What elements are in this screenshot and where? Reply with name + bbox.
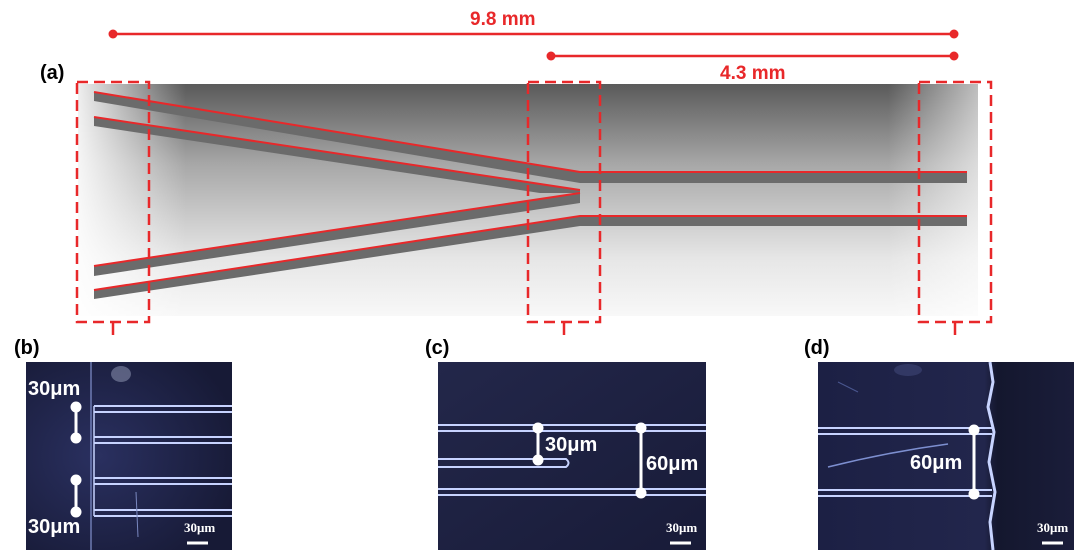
zoom-box-d <box>917 80 993 335</box>
dimension-line-total <box>108 29 959 39</box>
panel-a: 9.8 mm 4.3 mm (a) <box>40 9 993 335</box>
measure-label-b-top: 30μm <box>28 378 81 400</box>
dimension-line-partial <box>546 51 959 61</box>
measure-label-d: 60μm <box>910 452 963 474</box>
measure-label-c-inner: 30μm <box>545 434 598 456</box>
scale-bar-label-c: 30μm <box>666 520 698 535</box>
scale-bar-label-b: 30μm <box>184 520 216 535</box>
scale-bar-label-d: 30μm <box>1037 520 1069 535</box>
micrograph-c: 30μm 60μm 30μm <box>438 362 706 550</box>
panel-b-label: (b) <box>14 337 40 359</box>
micrograph-b: 30μm 30μm 30μm <box>26 362 232 550</box>
dimension-partial-label: 4.3 mm <box>720 63 786 84</box>
microchannels <box>93 91 967 299</box>
dimension-total-label: 9.8 mm <box>470 9 536 30</box>
measure-label-c-outer: 60μm <box>646 453 699 475</box>
micrograph-d: 60μm 30μm <box>818 362 1074 550</box>
zoom-box-b <box>75 80 151 335</box>
panel-c-label: (c) <box>425 337 450 359</box>
chip-render <box>75 29 993 335</box>
panel-d-label: (d) <box>804 337 830 359</box>
measure-label-b-bottom: 30μm <box>28 516 81 538</box>
panel-a-label: (a) <box>40 62 65 84</box>
zoom-box-c <box>526 80 602 335</box>
